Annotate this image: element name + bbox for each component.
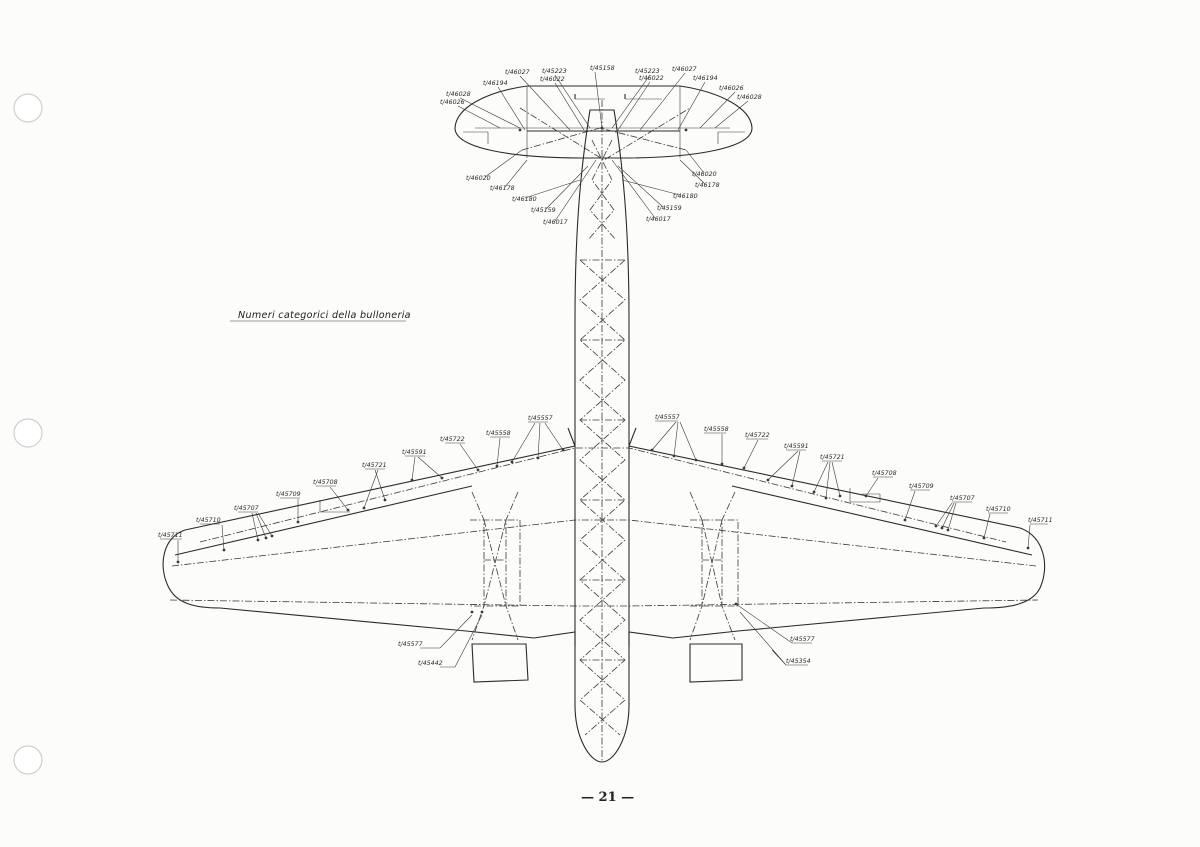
label-t45711-right: t/45711	[1028, 516, 1053, 524]
page-number: — 21 —	[581, 790, 634, 805]
right-wing-leader-lines	[518, 126, 1048, 666]
label-t45711-left: t/45711	[158, 531, 183, 539]
label-t45354-right: t/45354	[786, 657, 811, 665]
label-t46026-left: t/46026	[440, 98, 465, 106]
label-t45710-right: t/45710	[986, 505, 1011, 513]
label-t46022-right: t/46022	[639, 74, 664, 82]
binder-holes	[13, 93, 43, 775]
label-t46178-right: t/46178	[695, 181, 720, 189]
label-t46180-right: t/46180	[673, 192, 698, 200]
label-t46180-left: t/46180	[512, 195, 537, 203]
label-t45159-left: t/45159	[531, 206, 556, 214]
label-t45442-left: t/45442	[418, 659, 443, 667]
right-wing-labels: t/45557 t/45558 t/45722 t/45591 t/45721 …	[655, 413, 1053, 665]
label-t45708-left: t/45708	[313, 478, 338, 486]
label-t46026-right: t/46026	[719, 84, 744, 92]
label-t46194-left: t/46194	[483, 79, 508, 87]
label-t45558-left: t/45558	[486, 429, 511, 437]
fuselage	[574, 100, 630, 763]
label-t46017-left: t/46017	[543, 218, 568, 226]
label-t45709-left: t/45709	[276, 490, 301, 498]
engine-bays	[470, 491, 743, 683]
label-t46020-right: t/46020	[692, 170, 717, 178]
label-t46178-left: t/46178	[490, 184, 515, 192]
label-t45707-left: t/45707	[234, 504, 259, 512]
label-t45707-right: t/45707	[950, 494, 975, 502]
label-t45558-right: t/45558	[704, 425, 729, 433]
label-t45557-left: t/45557	[528, 414, 553, 422]
label-t46027-right: t/46027	[672, 65, 697, 73]
tail-leader-lines	[457, 71, 749, 222]
label-t45591-left: t/45591	[402, 448, 427, 456]
horizontal-tail	[454, 85, 753, 161]
drawing-caption: Numeri categorici della bulloneria	[238, 310, 411, 321]
label-t46028-left: t/46028	[446, 90, 471, 98]
label-t45721-right: t/45721	[820, 453, 845, 461]
label-t46017-right: t/46017	[646, 215, 671, 223]
label-t45722-right: t/45722	[745, 431, 770, 439]
left-wing-labels: t/45557 t/45558 t/45722 t/45591 t/45721 …	[158, 414, 553, 667]
label-t45158: t/45158	[590, 64, 615, 72]
label-t45223-right: t/45223	[635, 67, 660, 75]
left-wing-leader-lines	[160, 421, 565, 668]
label-t45159-right: t/45159	[657, 204, 682, 212]
label-t45591-right: t/45591	[784, 442, 809, 450]
label-t45708-right: t/45708	[872, 469, 897, 477]
label-t46027-left: t/46027	[505, 68, 530, 76]
label-t45577-left: t/45577	[398, 640, 423, 648]
wing-planform	[162, 427, 1046, 646]
label-t45577-right: t/45577	[790, 635, 815, 643]
label-t46194-right: t/46194	[693, 74, 718, 82]
label-t46028-right: t/46028	[737, 93, 762, 101]
label-t45709-right: t/45709	[909, 482, 934, 490]
label-t45721-left: t/45721	[362, 461, 387, 469]
tail-labels: t/45158 t/45223 t/45223 t/46022 t/46022 …	[440, 64, 762, 226]
label-t45223-left: t/45223	[542, 67, 567, 75]
label-t45710-left: t/45710	[196, 516, 221, 524]
label-t46022-left: t/46022	[540, 75, 565, 83]
label-t46020-left: t/46020	[466, 174, 491, 182]
label-t45722-left: t/45722	[440, 435, 465, 443]
label-t45557-right: t/45557	[655, 413, 680, 421]
